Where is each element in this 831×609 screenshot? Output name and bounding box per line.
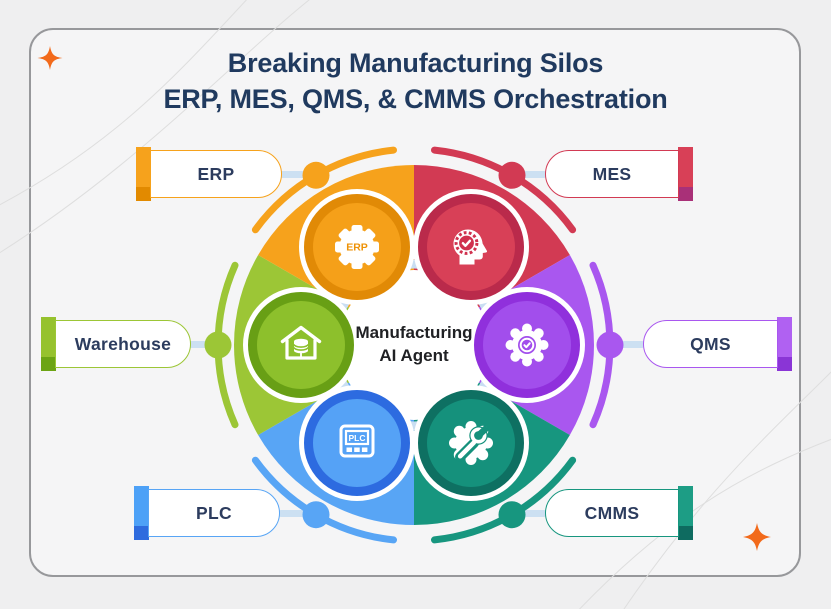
connector-erp [279, 171, 319, 178]
warehouse-database-icon [280, 325, 322, 360]
erp-gear-label: ERP [346, 242, 368, 254]
label-pill-cmms: CMMS [545, 486, 693, 540]
pill-label: CMMS [545, 489, 679, 537]
dot-plc [302, 501, 330, 529]
erp-gear-icon: ERP [335, 225, 379, 269]
mes-head-check-icon [453, 229, 488, 265]
pill-label: PLC [148, 489, 280, 537]
node-plc: PLC [304, 390, 410, 496]
node-warehouse [248, 292, 354, 398]
pill-accent-bar [134, 486, 149, 540]
hub-center-disc [339, 270, 489, 420]
label-pill-qms: QMS [643, 317, 792, 371]
dot-qms [596, 331, 624, 359]
node-mes [418, 194, 524, 300]
pill-accent-bar [678, 486, 693, 540]
pill-label: MES [545, 150, 679, 198]
connector-cmms [509, 510, 547, 517]
node-qms [474, 292, 580, 398]
label-pill-mes: MES [545, 147, 693, 201]
pill-accent-bar [136, 147, 151, 201]
label-pill-erp: ERP [136, 147, 282, 201]
pill-label: Warehouse [55, 320, 191, 368]
pill-label: ERP [150, 150, 282, 198]
plc-screen-label: PLC [349, 433, 366, 443]
title-line-2: ERP, MES, QMS, & CMMS Orchestration [163, 83, 668, 114]
connector-mes [509, 171, 547, 178]
dot-warehouse [204, 331, 232, 359]
pill-accent-bar [777, 317, 792, 371]
hub-label-line-2: AI Agent [379, 346, 449, 365]
pill-label: QMS [643, 320, 778, 368]
label-pill-warehouse: Warehouse [41, 317, 191, 371]
hub-label-line-1: Manufacturing [355, 323, 473, 343]
hub-center-label: Manufacturing AI Agent [329, 316, 499, 374]
title-line-1: Breaking Manufacturing Silos [227, 48, 604, 78]
pill-accent-bar [41, 317, 56, 371]
label-pill-plc: PLC [134, 486, 280, 540]
pill-accent-bar [678, 147, 693, 201]
qms-gear-check-icon [505, 323, 549, 367]
connector-qms [606, 341, 645, 348]
dot-mes [498, 161, 526, 189]
page-title: Breaking Manufacturing Silos ERP, MES, Q… [0, 46, 831, 117]
node-cmms [418, 390, 524, 496]
plc-controller-icon: PLC [339, 424, 375, 458]
connector-plc [278, 510, 319, 517]
dot-cmms [498, 501, 526, 529]
cmms-gear-wrench-icon [449, 421, 493, 465]
dot-erp [302, 161, 330, 189]
node-erp: ERP [304, 194, 410, 300]
